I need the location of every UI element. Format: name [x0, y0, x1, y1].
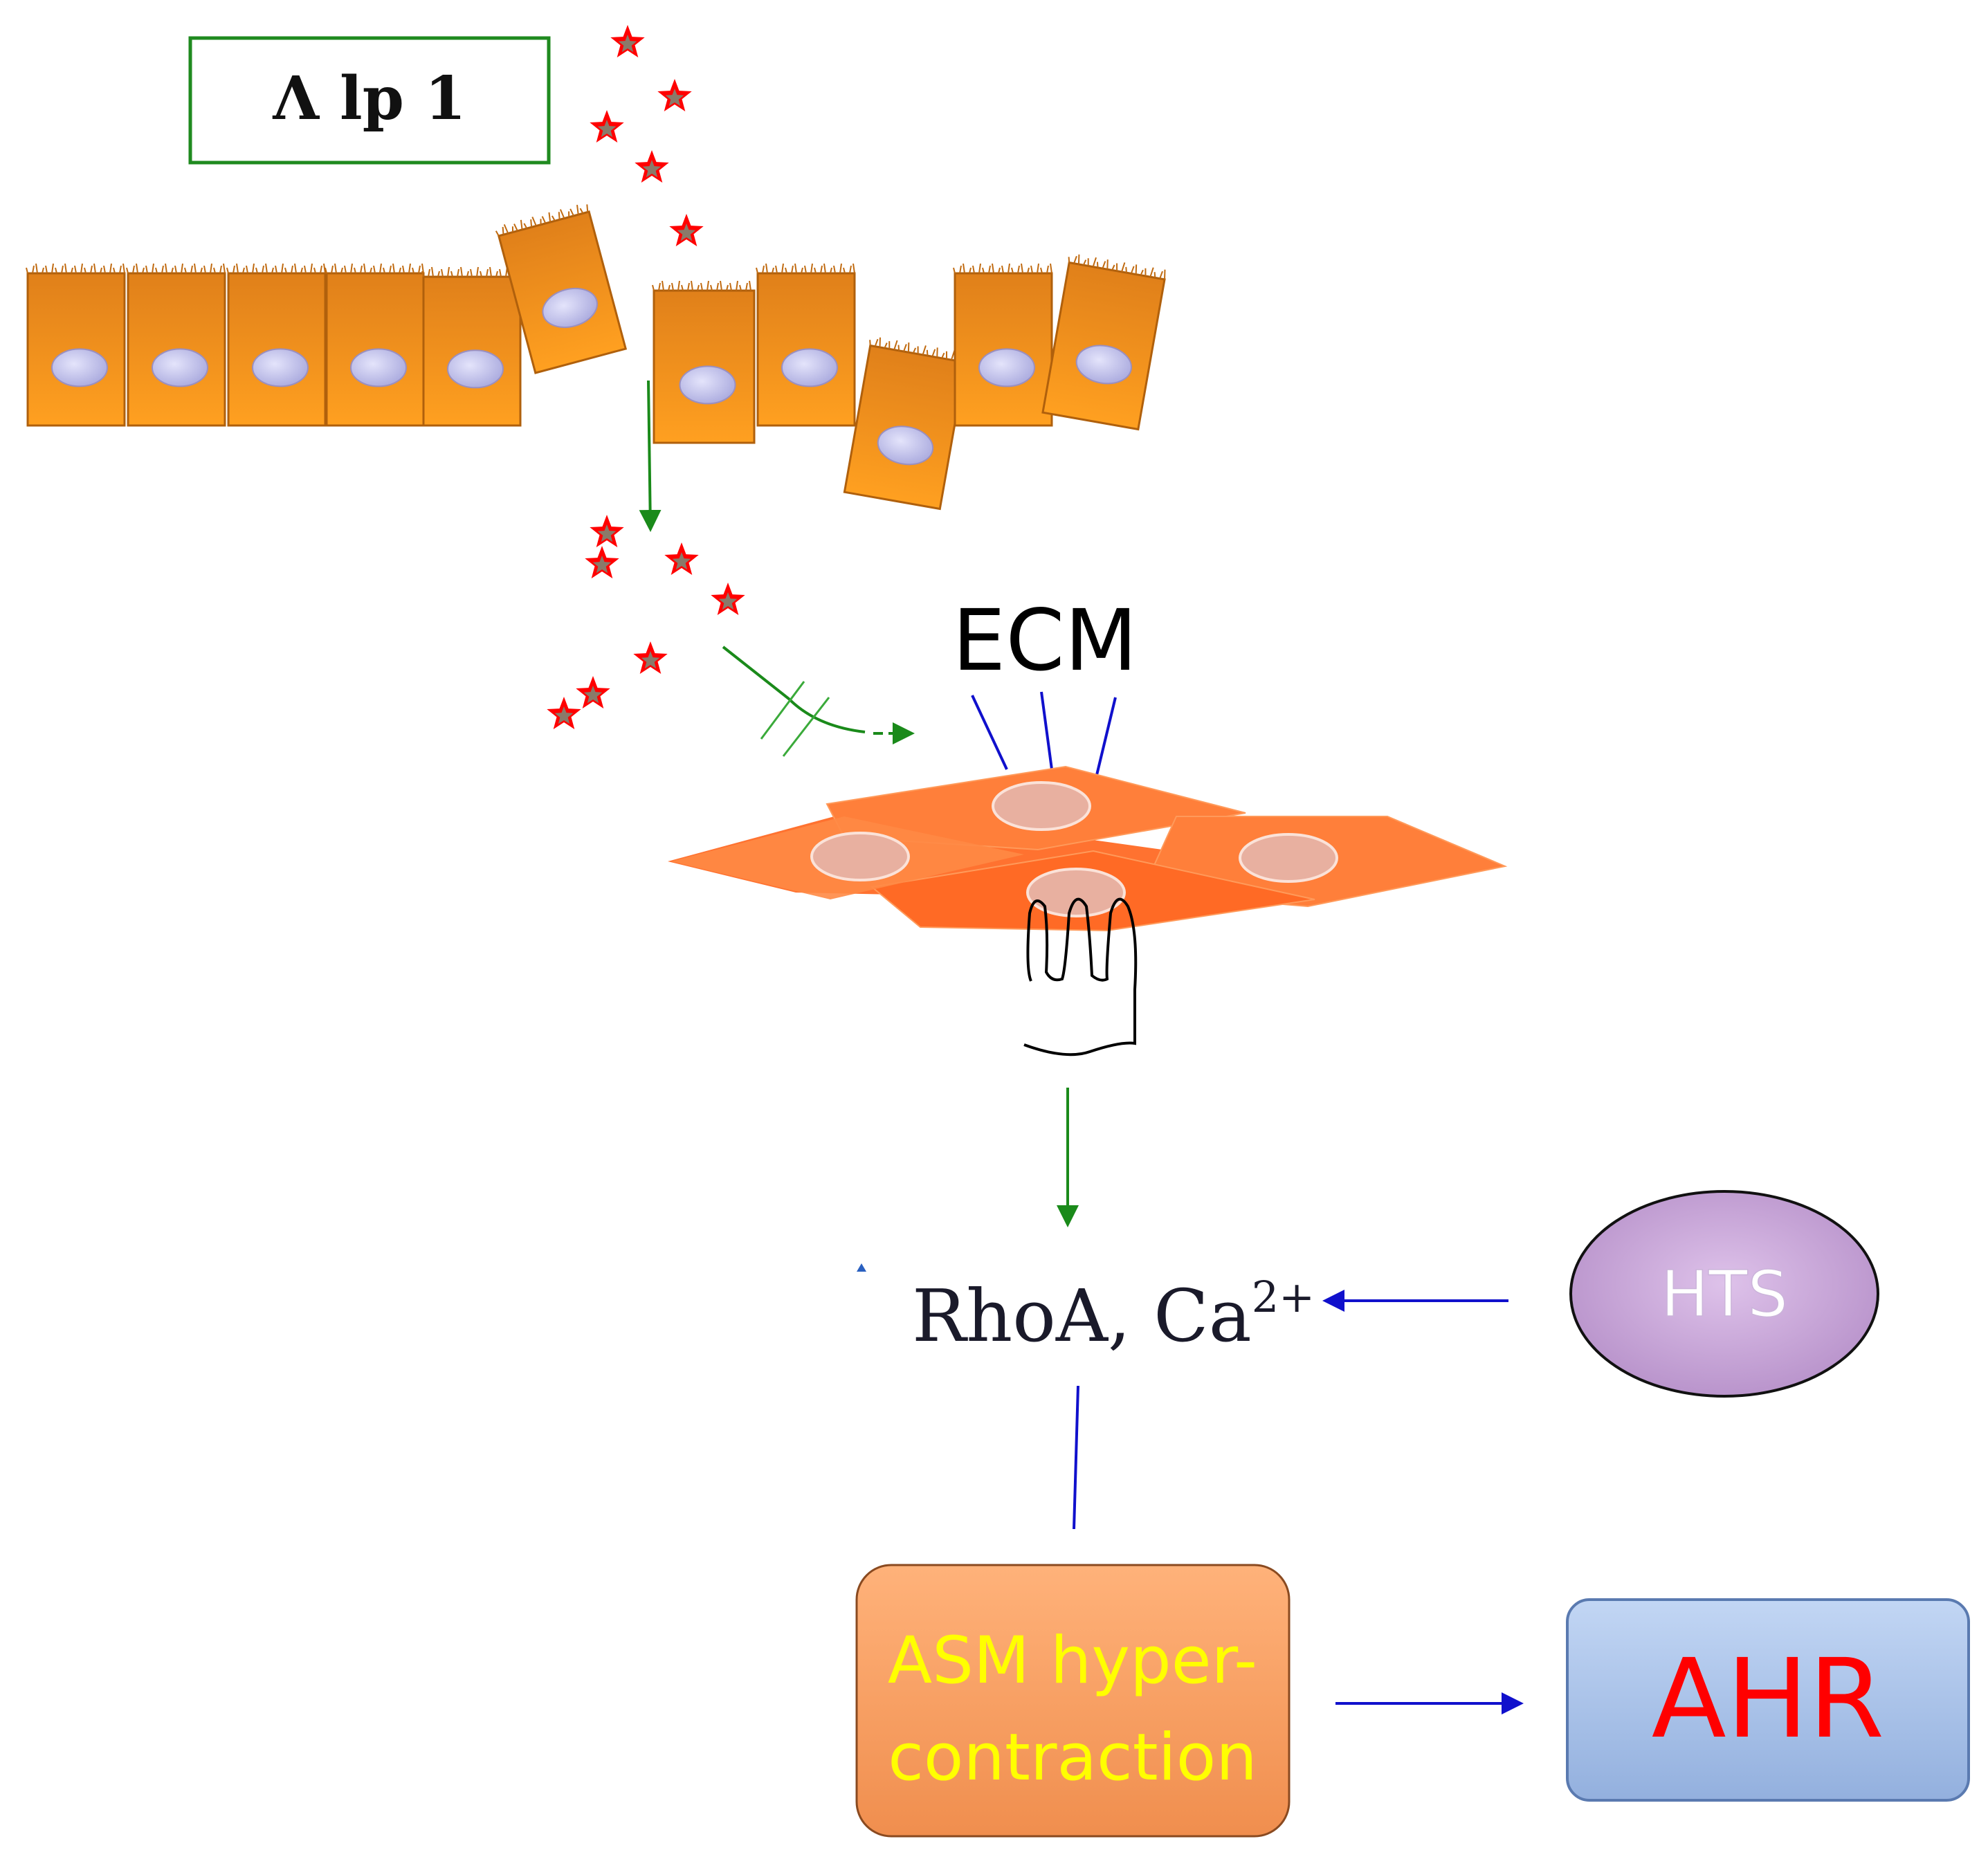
ecm-fibers — [971, 691, 1117, 776]
epithelial-nucleus — [447, 349, 504, 389]
smooth-muscle-nucleus — [1239, 833, 1338, 883]
asm-label-line2: contraction — [888, 1720, 1257, 1795]
allergen-star-icon — [635, 150, 669, 183]
allergen-star-icon — [547, 697, 581, 729]
ahr-label: AHR — [1652, 1636, 1885, 1763]
epithelial-cell — [1041, 254, 1166, 431]
block-mark-2 — [782, 697, 830, 757]
green-arrow-down-epithelium — [639, 380, 662, 532]
epithelial-cell — [421, 266, 522, 427]
epithelial-cell — [226, 263, 327, 427]
epithelial-layer — [26, 204, 1166, 511]
top-label-text: Λ lp 1 — [272, 64, 466, 134]
smooth-muscle-nucleus — [810, 832, 910, 881]
smooth-muscle-nucleus — [1026, 868, 1126, 917]
top-label-box: Λ lp 1 — [188, 36, 551, 165]
epithelial-cell — [495, 204, 628, 374]
allergen-star-icon — [633, 641, 668, 674]
allergen-star-icon — [657, 79, 692, 111]
block-mark-1 — [760, 681, 805, 740]
allergen-star-icon — [590, 515, 624, 547]
smooth-muscle-nucleus — [992, 781, 1091, 831]
rhoa-ca-label: RhoA, Ca2+ — [857, 1263, 1315, 1358]
small-triangle-icon — [857, 1263, 866, 1272]
epithelial-nucleus — [978, 348, 1035, 387]
receptor-icon — [1023, 897, 1138, 1056]
epithelial-nucleus — [679, 365, 736, 405]
epithelial-cell — [953, 263, 1053, 427]
epithelial-cell — [652, 280, 756, 444]
hts-node: HTS — [1569, 1190, 1879, 1398]
asm-label-line1: ASM hyper- — [888, 1623, 1257, 1699]
epithelial-nucleus — [542, 287, 598, 329]
epithelial-cell — [126, 263, 226, 427]
epithelial-cell — [843, 337, 967, 511]
allergen-particles — [547, 25, 745, 729]
svg-text:RhoA, Ca2+: RhoA, Ca2+ — [912, 1272, 1315, 1358]
epithelial-nucleus — [1075, 345, 1133, 385]
epithelial-nucleus — [781, 348, 838, 387]
airway-smooth-muscle-cells — [668, 765, 1508, 932]
blue-line-rhoa-to-asm — [1073, 1385, 1079, 1530]
allergen-star-icon — [576, 676, 610, 708]
ahr-box: AHR — [1566, 1598, 1970, 1802]
allergen-star-icon — [664, 542, 699, 575]
allergen-star-icon — [585, 546, 619, 578]
epithelial-cell — [325, 263, 425, 427]
ecm-label: ECM — [952, 592, 1138, 690]
hts-label: HTS — [1661, 1257, 1788, 1331]
ca-superscript: 2+ — [1252, 1272, 1315, 1322]
allergen-star-icon — [610, 25, 645, 57]
allergen-star-icon — [590, 110, 624, 143]
epithelial-nucleus — [252, 348, 309, 387]
epithelial-nucleus — [350, 348, 407, 387]
epithelial-nucleus — [51, 348, 108, 387]
allergen-star-icon — [711, 583, 745, 615]
blocked-arrow-to-ecm — [722, 646, 915, 757]
epithelial-cell — [26, 263, 126, 427]
asm-hypercontraction-box: ASM hyper- contraction — [855, 1564, 1291, 1838]
epithelial-nucleus — [877, 426, 934, 466]
allergen-star-icon — [669, 214, 704, 246]
rhoa-text: RhoA, Ca — [912, 1274, 1252, 1358]
epithelial-cell — [756, 263, 856, 427]
epithelial-nucleus — [152, 348, 208, 387]
